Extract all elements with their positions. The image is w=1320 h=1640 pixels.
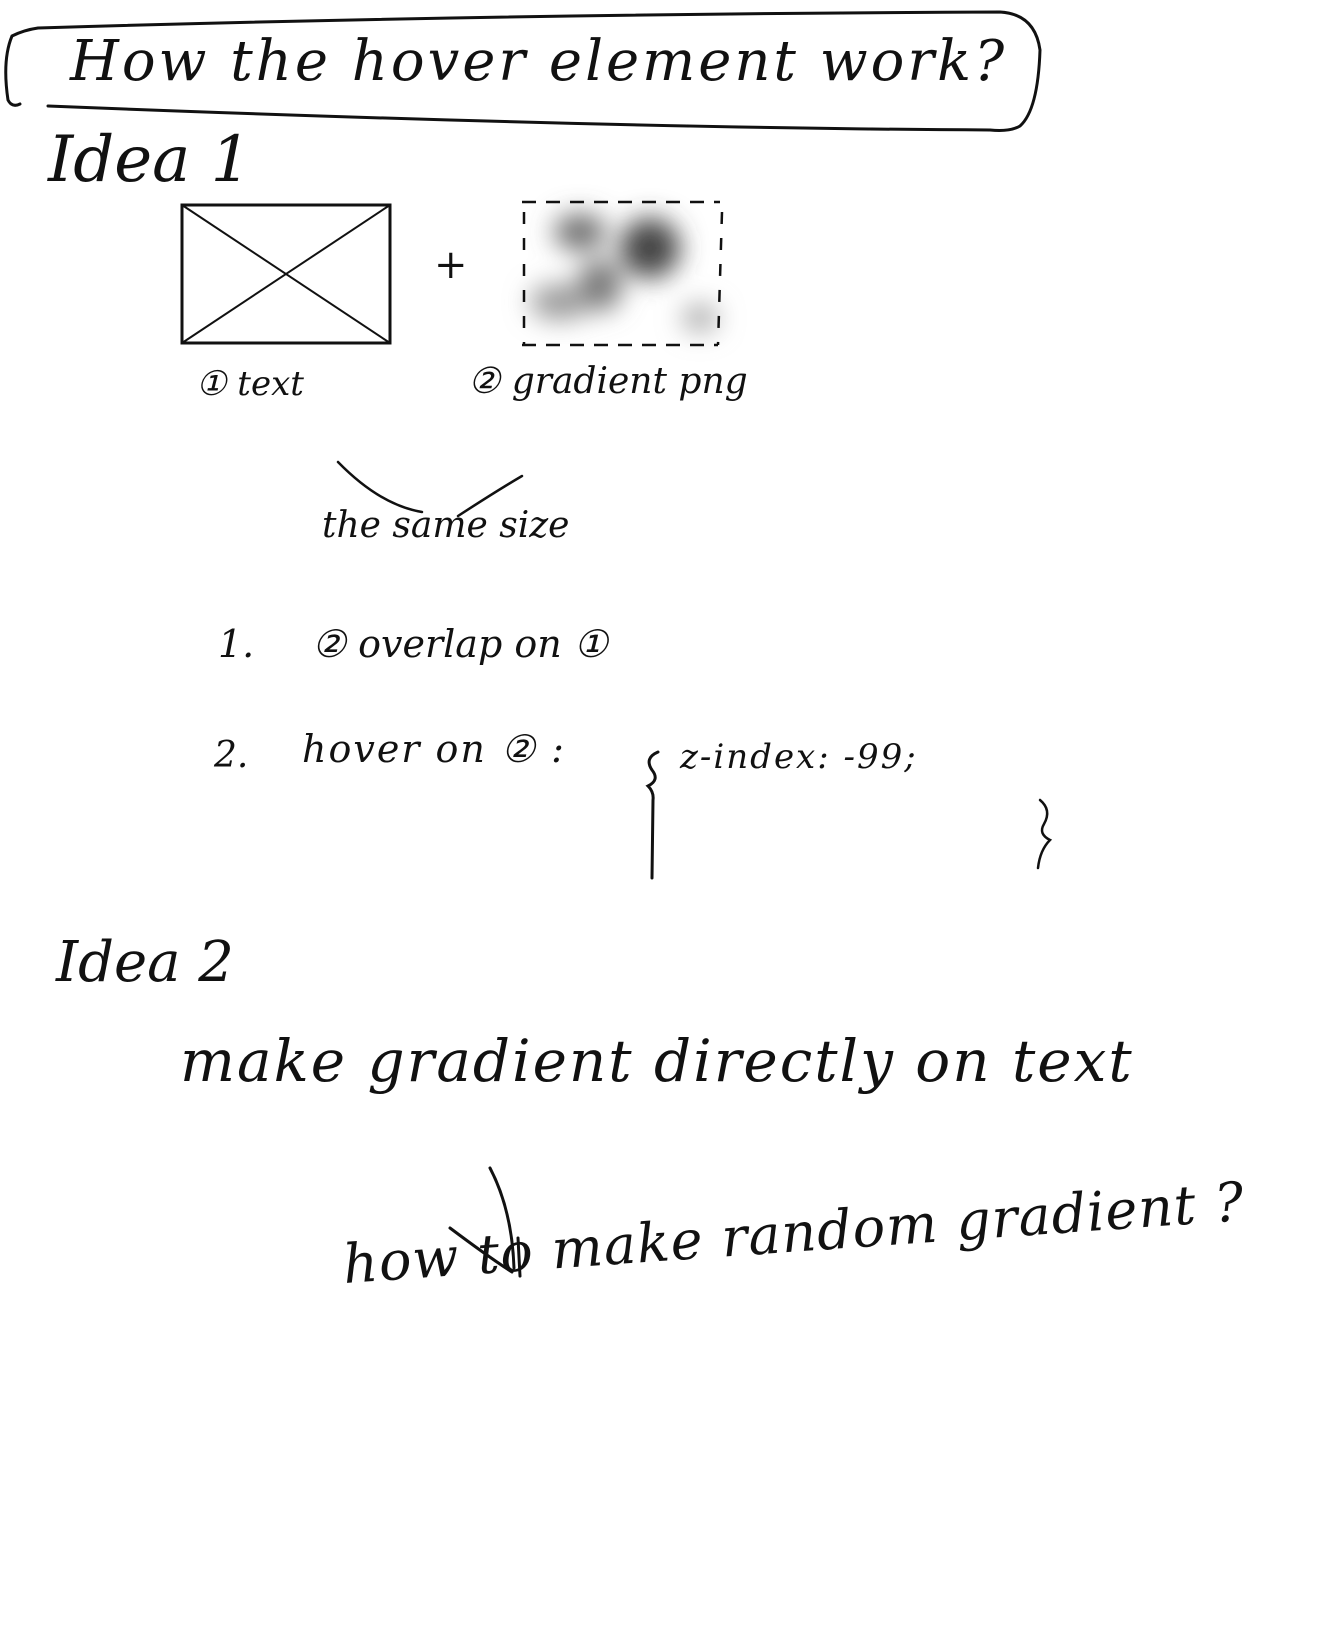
same-size-label: the same size [322,505,570,546]
text-placeholder-icon [180,203,392,345]
gradient-png-label: ② gradient png [468,361,748,402]
css-code: z-index: -99; [680,737,918,777]
gradient-png-icon [522,200,724,347]
idea2-heading: Idea 2 [56,930,234,995]
plus-sign: + [434,242,468,288]
step2-number: 2. [214,735,249,776]
step1-text: ② overlap on ① [312,622,608,666]
idea1-heading: Idea 1 [48,123,252,197]
down-arrow-icon [448,1166,522,1278]
step1-number: 1. [218,622,255,666]
close-brace [1036,798,1053,870]
page-title: How the hover element work? [70,29,1008,94]
idea2-text: make gradient directly on text [180,1027,1134,1095]
title-box [4,10,1042,132]
text-label: ① text [196,364,304,404]
step2-text: hover on ② : [302,727,566,771]
same-size-connector [336,460,524,518]
open-brace [645,750,660,880]
